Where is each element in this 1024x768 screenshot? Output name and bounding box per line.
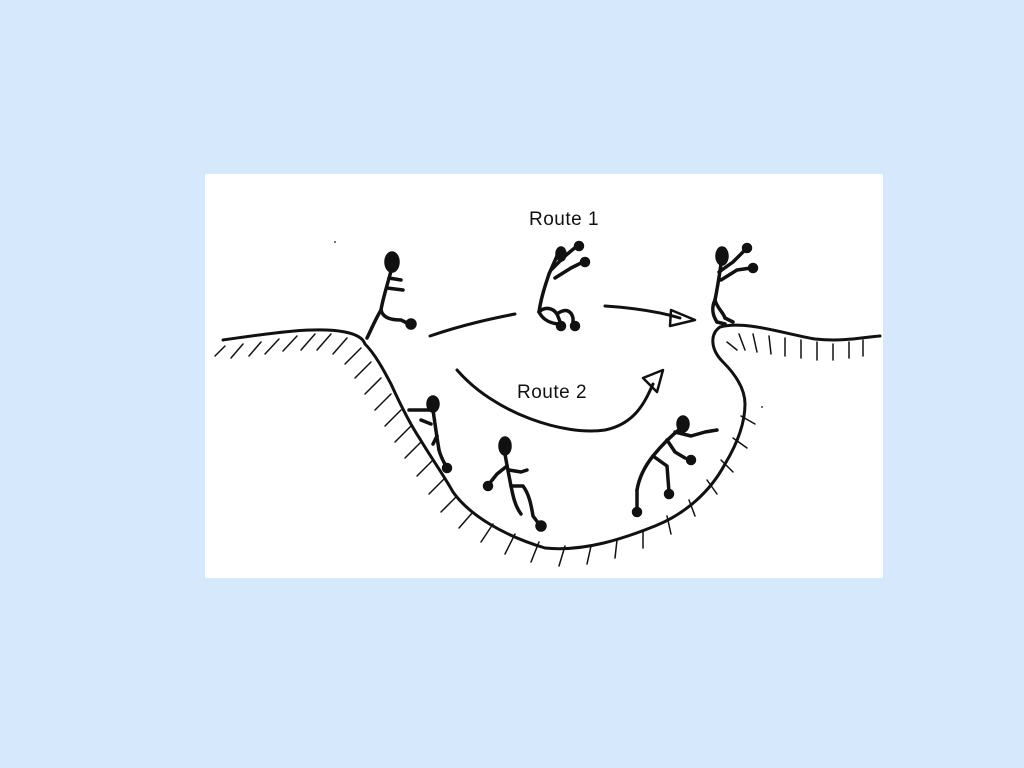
route2-arrow [455,368,655,433]
climber-figure-valley [482,436,547,532]
speck [761,406,763,408]
speck [334,241,336,243]
terrain-outline [221,323,882,551]
climber-figure-jumping [537,240,591,332]
valley-diagram [214,240,882,567]
route1-arrowhead [668,308,697,328]
climber-figure-climbing [631,415,719,518]
climber-figure-start [365,251,417,340]
left-bank-hatching [214,333,756,567]
climber-figure-descending [407,395,453,474]
right-bank-hatching [726,333,864,361]
diagram-panel: Route 1 Route 2 [205,174,883,578]
route1-arrow-continued [603,304,682,320]
climber-figure-finish [711,242,759,326]
route2-arrowhead [641,368,665,394]
route2-label: Route 2 [517,382,588,403]
route1-label: Route 1 [529,209,600,230]
route1-arrow [428,312,517,338]
